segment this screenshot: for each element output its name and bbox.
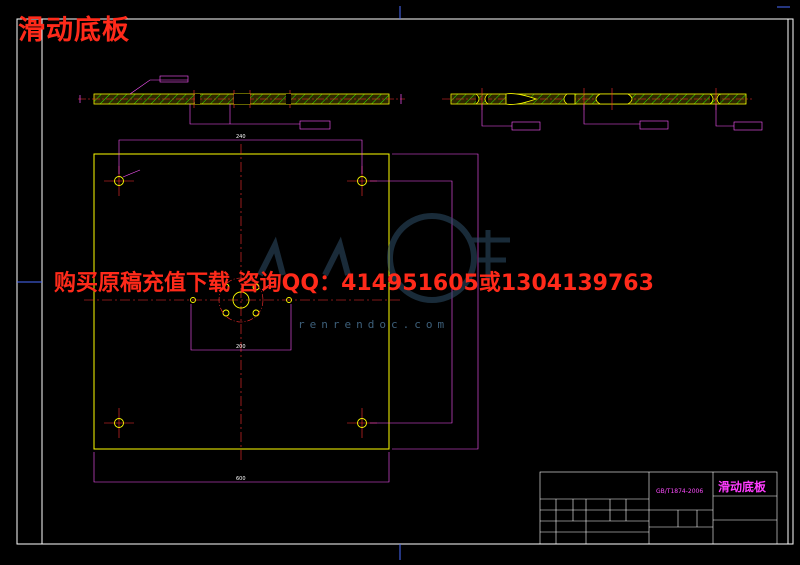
section-view-left [78, 75, 405, 130]
title-block-standard: GB/T1874-2006 [656, 488, 704, 495]
title-block-part-name: 滑动底板 [718, 480, 767, 494]
section-view-right [442, 88, 763, 131]
title-block [539, 471, 778, 545]
plan-view [84, 139, 479, 483]
dimension-inner-width: 200 [236, 344, 246, 350]
drawing-title: 滑动底板 [18, 15, 130, 46]
dimension-plate-width: 600 [236, 476, 246, 482]
watermark-contact: 购买原稿充值下载 咨询QQ：414951605或1304139763 [54, 271, 654, 296]
watermark-url: renrendoc.com [298, 318, 450, 331]
watermark-logo [257, 213, 510, 303]
dimension-top-width: 240 [236, 134, 246, 140]
